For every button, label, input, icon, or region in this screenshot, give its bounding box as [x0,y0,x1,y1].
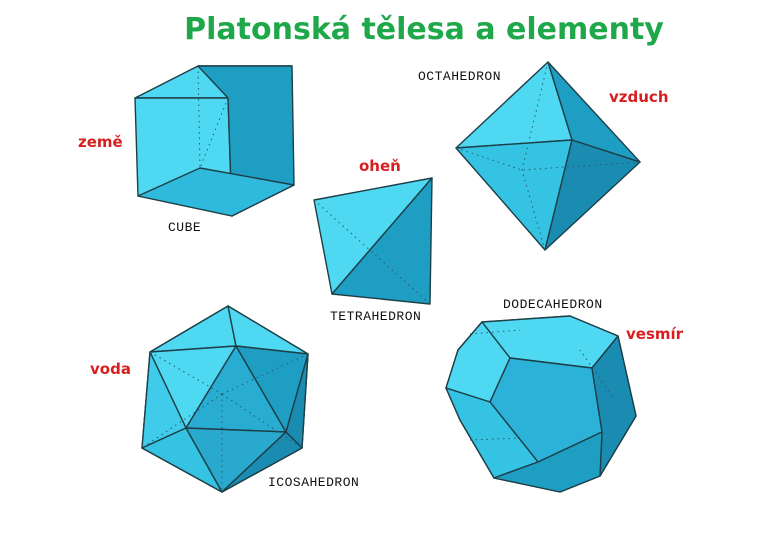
cube-label: CUBE [168,220,202,235]
icosahedron-element-label: voda [90,360,131,378]
page-title: Platonská tělesa a elementy [184,12,664,47]
dodecahedron-element-label: vesmír [626,325,684,343]
tetrahedron-label: TETRAHEDRON [330,309,422,324]
tetrahedron-element-label: oheň [359,157,401,175]
cube-element-label: země [78,133,123,151]
icosahedron-label: ICOSAHEDRON [268,475,360,490]
octahedron-element-label: vzduch [609,88,669,106]
dodecahedron-label: DODECAHEDRON [503,297,603,312]
octahedron-label: OCTAHEDRON [418,69,502,84]
